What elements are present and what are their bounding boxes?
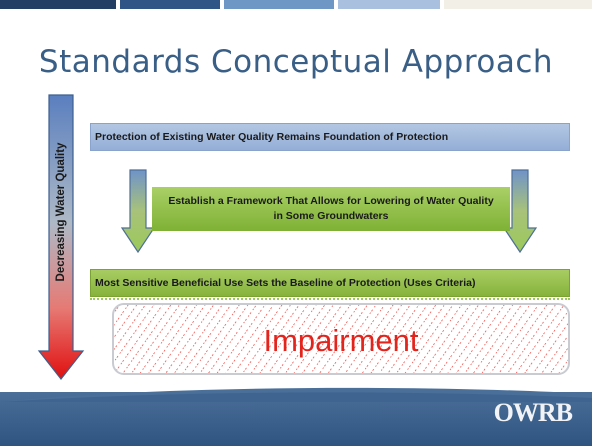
impairment-label: Impairment [263, 323, 419, 358]
left-down-arrow [120, 169, 156, 254]
top-strip-2 [120, 0, 220, 9]
step-1-box: Protection of Existing Water Quality Rem… [90, 123, 570, 151]
slide-title: Standards Conceptual Approach [38, 44, 554, 80]
top-strip-3 [224, 0, 334, 9]
top-strip-4 [338, 0, 440, 9]
owrb-logo: OWRB [493, 398, 573, 427]
decreasing-quality-arrow [37, 94, 85, 380]
impairment-zone: Impairment [112, 303, 570, 375]
hatch-pattern [114, 305, 568, 373]
step-2-text: Establish a Framework That Allows for Lo… [168, 195, 494, 222]
right-down-arrow [502, 169, 538, 254]
step-3-dotted-line [90, 298, 570, 300]
side-arrow-label: Decreasing Water Quality [55, 142, 67, 282]
step-3-box: Most Sensitive Beneficial Use Sets the B… [90, 269, 570, 297]
step-2-box: Establish a Framework That Allows for Lo… [152, 187, 510, 231]
step-1-text: Protection of Existing Water Quality Rem… [95, 131, 449, 143]
step-3-text: Most Sensitive Beneficial Use Sets the B… [95, 277, 476, 289]
top-strip-5 [444, 0, 592, 9]
footer-wave [0, 387, 592, 402]
top-strip-1 [0, 0, 116, 9]
